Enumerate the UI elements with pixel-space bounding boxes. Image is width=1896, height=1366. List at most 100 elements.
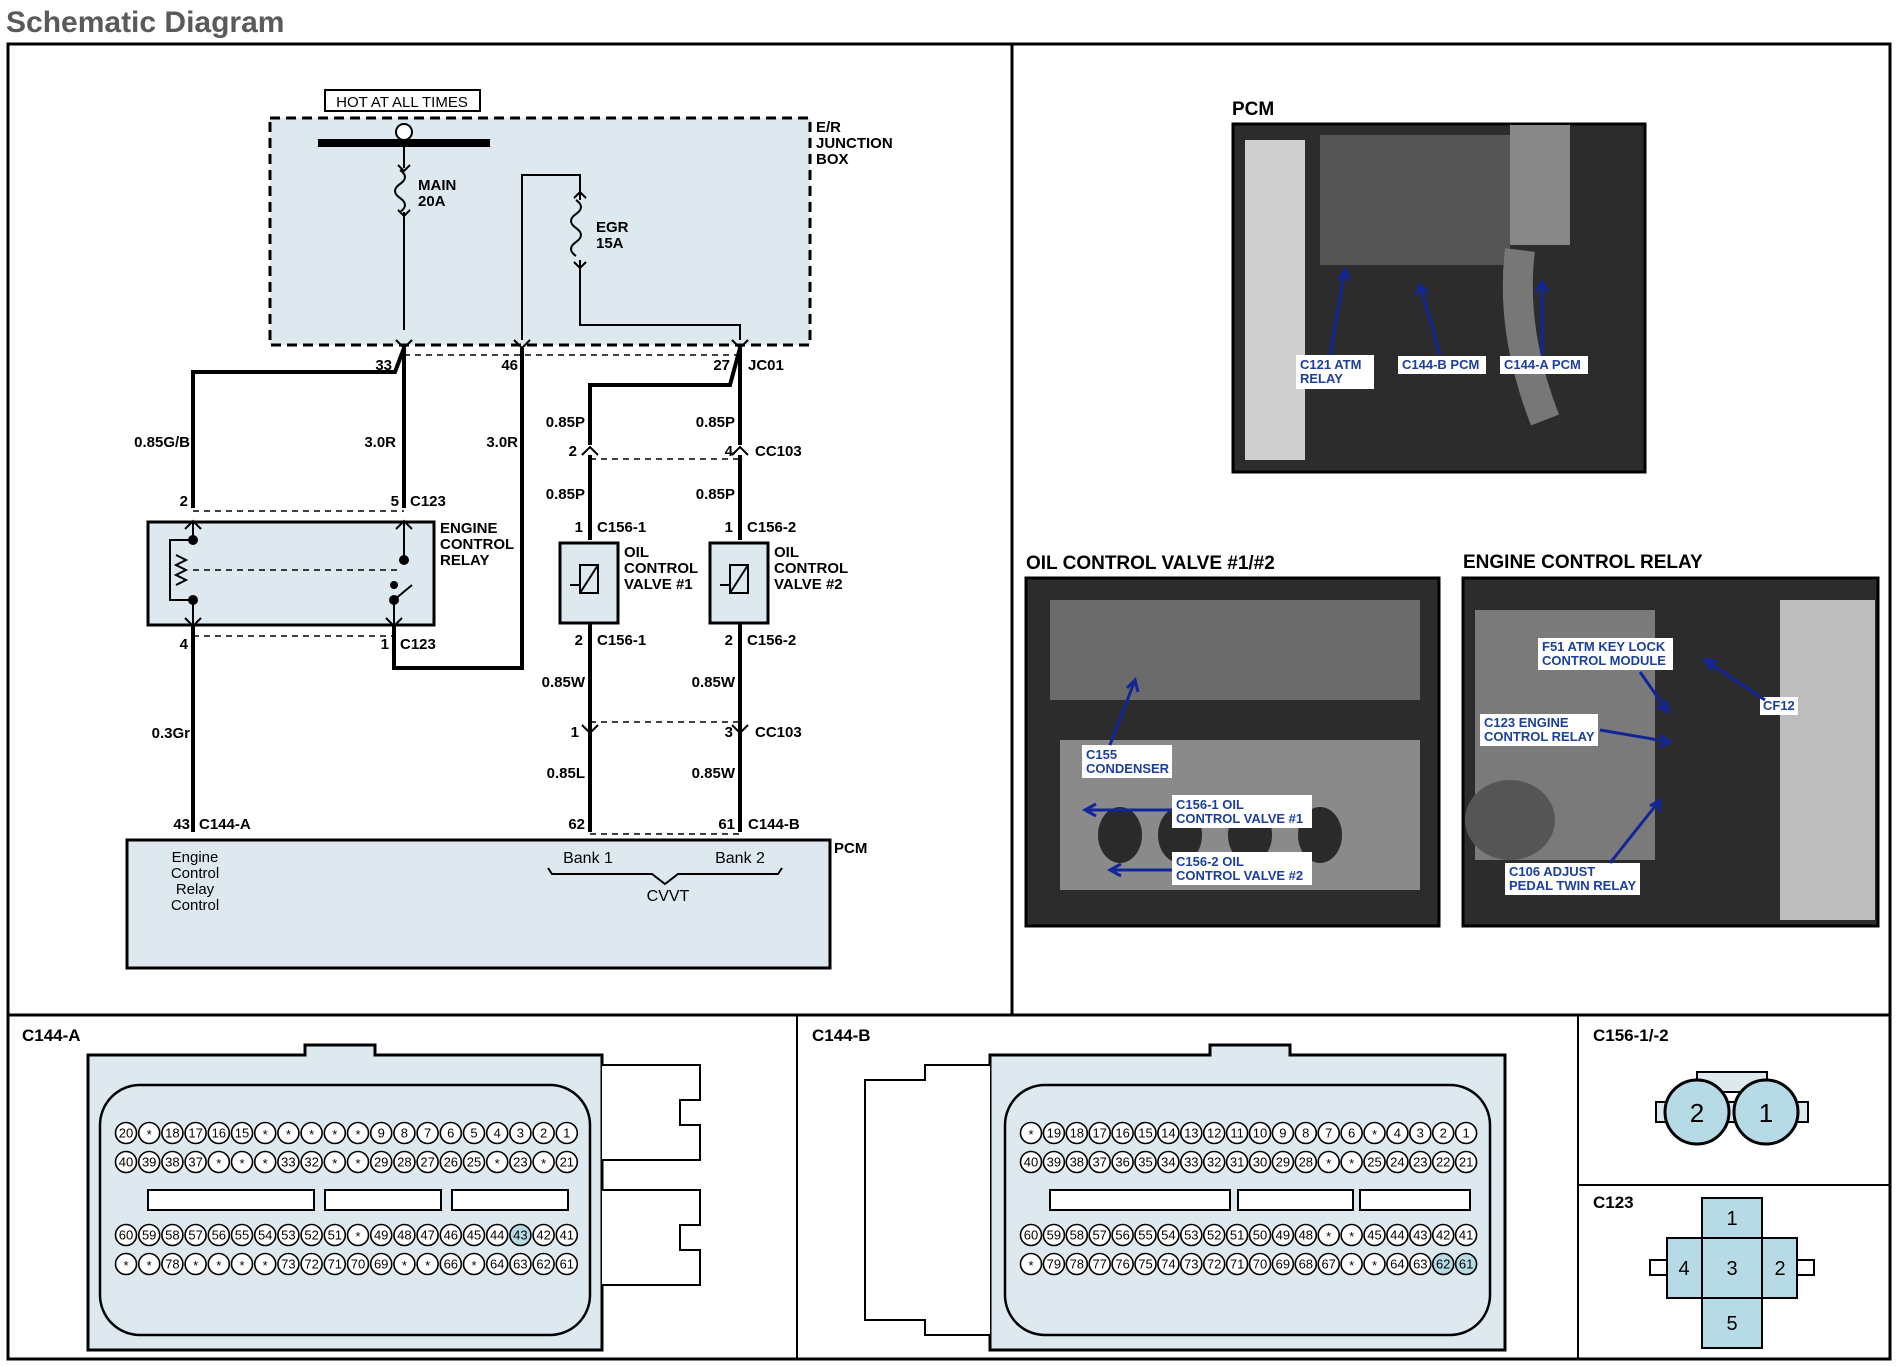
wire-085gb xyxy=(191,347,406,508)
c144b-pin-label: * xyxy=(1372,1127,1377,1142)
photo-ecr-label-2: C123 ENGINE CONTROL RELAY xyxy=(1484,715,1595,744)
c144b-pin-label: 61 xyxy=(1459,1257,1473,1272)
junction-box-label-1: E/R xyxy=(816,119,841,136)
wire-label-085p-2: 0.85P xyxy=(696,414,735,431)
c144b-pin-label: 9 xyxy=(1279,1126,1286,1141)
c144a-pin xyxy=(509,1252,532,1276)
c144b-pin xyxy=(1157,1223,1180,1247)
c144b-pin-label: 69 xyxy=(1276,1257,1290,1272)
c144b-pin xyxy=(1409,1223,1432,1247)
c144b-pin-label: 15 xyxy=(1138,1126,1152,1141)
c144b-pin-label: 63 xyxy=(1413,1257,1427,1272)
c144b-pin-label: 16 xyxy=(1115,1126,1129,1141)
c144a-pin xyxy=(277,1150,300,1174)
c144a-pin xyxy=(485,1121,509,1145)
pcm-func-4: Control xyxy=(171,897,219,914)
c144b-pin-label: 51 xyxy=(1230,1228,1244,1243)
c144b-pin-label: 52 xyxy=(1207,1228,1221,1243)
c123-pin-5-label: 5 xyxy=(1726,1313,1737,1335)
c144b-pin xyxy=(1157,1121,1180,1145)
c144b-pin xyxy=(1363,1121,1386,1145)
c144b-pin-label: 1 xyxy=(1462,1126,1469,1141)
photo-pcm-arrow-2 xyxy=(1414,282,1442,356)
c144a-pin xyxy=(184,1223,207,1247)
c144b-pin xyxy=(1134,1150,1157,1174)
c144b-pin-label: 44 xyxy=(1390,1228,1404,1243)
c123-tab-left xyxy=(1649,1259,1668,1276)
c144b-pin-label: 30 xyxy=(1253,1155,1267,1170)
c144a-pin xyxy=(300,1223,323,1247)
photo-ecr-label-2-l2: CONTROL RELAY xyxy=(1484,729,1595,744)
c144a-pin-label: 39 xyxy=(142,1155,156,1170)
photo-ecr-label-3-bg xyxy=(1760,697,1798,715)
c144a-pin-label: * xyxy=(147,1127,152,1142)
c144a-pin xyxy=(369,1121,393,1145)
c144a-pin-label: 16 xyxy=(212,1126,226,1141)
c144b-pin xyxy=(1294,1223,1318,1247)
ocv2-label-1: OIL xyxy=(774,544,799,561)
c144a-pin xyxy=(253,1252,277,1276)
c144b-pin-label: * xyxy=(1349,1258,1354,1273)
c144a-pin xyxy=(416,1252,439,1276)
c144a-pin-label: 40 xyxy=(119,1155,133,1170)
c144b-pin-label: 12 xyxy=(1207,1126,1221,1141)
c144b-pin xyxy=(1111,1223,1134,1247)
c144b-pin-label: * xyxy=(1349,1156,1354,1171)
photo-pcm-label-1-bg xyxy=(1296,355,1374,389)
c144a-pin xyxy=(439,1252,463,1276)
c144a-pin-label: * xyxy=(425,1258,430,1273)
c144a-pin-label: * xyxy=(402,1258,407,1273)
relay-pin2: 2 xyxy=(180,493,188,510)
relay-label-1: ENGINE xyxy=(440,520,498,537)
c144b-label: C144-B xyxy=(748,816,800,833)
c144b-pin xyxy=(1065,1252,1089,1276)
wiring-schematic: HOT AT ALL TIMES E/R JUNCTION BOX MAIN 2… xyxy=(125,89,893,970)
ocv1-symbol xyxy=(570,564,599,594)
c144a-pin-label: 72 xyxy=(304,1257,318,1272)
c144a-pin xyxy=(300,1252,323,1276)
c144b-key-1 xyxy=(1049,1189,1231,1211)
photo-ocv-head xyxy=(1050,600,1420,700)
c144a-pin xyxy=(114,1121,138,1145)
cc103b-pin1: 1 xyxy=(571,724,579,741)
photo-ecr-label-1-l2: CONTROL MODULE xyxy=(1542,653,1666,668)
ocv2-label-2: CONTROL xyxy=(774,560,848,577)
c144b-pin xyxy=(1317,1252,1340,1276)
c144a-pin xyxy=(137,1252,161,1276)
c144b-pin-label: 57 xyxy=(1092,1228,1106,1243)
relay-pin4: 4 xyxy=(180,636,189,653)
photo-pcm-label-2-bg xyxy=(1398,356,1486,374)
c144a-pin-label: 59 xyxy=(142,1228,156,1243)
c144b-pin-label: 3 xyxy=(1417,1126,1424,1141)
ocv2-pin2: 2 xyxy=(725,632,733,649)
c144b-pin xyxy=(1386,1150,1409,1174)
c144a-pin-label: 46 xyxy=(444,1228,458,1243)
c144a-key-3 xyxy=(451,1189,569,1211)
photo-ecr-label-1-l1: F51 ATM KEY LOCK xyxy=(1542,639,1666,654)
photo-ocv-label-3: C156-2 OIL CONTROL VALVE #2 xyxy=(1176,854,1303,883)
c144b-pin-label: 41 xyxy=(1459,1228,1473,1243)
c144b-pin-label: 32 xyxy=(1207,1155,1221,1170)
c144b-pin-label: 8 xyxy=(1302,1126,1309,1141)
c144a-pin-label: * xyxy=(216,1156,221,1171)
c144a-pin-label: 62 xyxy=(536,1257,550,1272)
c123-bottom: C123 xyxy=(400,636,436,653)
c144a-pin-label: 26 xyxy=(444,1155,458,1170)
c144a-pin-label: 54 xyxy=(258,1228,272,1243)
relay-contact-3 xyxy=(390,581,398,589)
c144b-pin xyxy=(1386,1223,1409,1247)
relay-connector-marks xyxy=(184,519,413,628)
c144b-pin xyxy=(1454,1150,1478,1174)
photo-ecr-arrow-4 xyxy=(1608,797,1662,864)
c144a-pin xyxy=(161,1121,184,1145)
c144b-pin xyxy=(1042,1121,1066,1145)
c144b-pin xyxy=(1202,1121,1226,1145)
photo-ocv-label-1-l1: C155 xyxy=(1086,747,1117,762)
c144a-pin-label: * xyxy=(355,1127,360,1142)
c144a-pin-label: 38 xyxy=(165,1155,179,1170)
c144b-pin xyxy=(1340,1223,1363,1247)
c144a-pin-label: 17 xyxy=(188,1126,202,1141)
c144a-pin xyxy=(323,1150,347,1174)
c144b-pin xyxy=(1271,1252,1295,1276)
